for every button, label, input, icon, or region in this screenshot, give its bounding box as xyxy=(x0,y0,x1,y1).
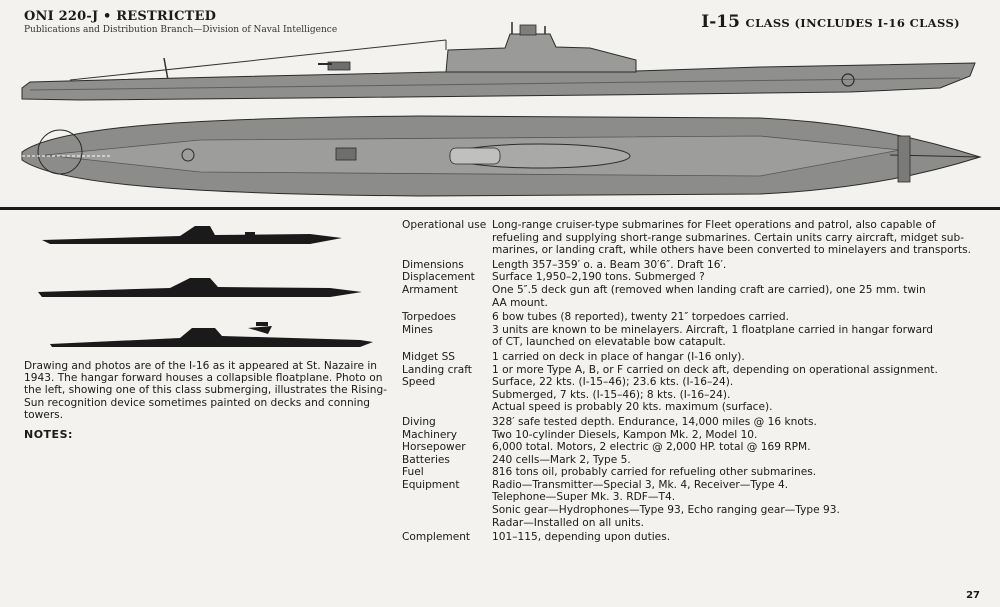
spec-label: Speed xyxy=(402,376,436,389)
spec-row-mines: Mines 3 units are known to be minelayers.… xyxy=(402,324,972,349)
spec-label: Fuel xyxy=(402,466,424,479)
spec-label: Equipment xyxy=(402,478,460,491)
spec-row-batteries: Batteries 240 cells—Mark 2, Type 5. xyxy=(402,454,972,467)
spec-label: Horsepower xyxy=(402,441,466,454)
spec-label: Diving xyxy=(402,415,436,428)
spec-value-line: One 5″.5 deck gun aft (removed when land… xyxy=(492,283,926,296)
spec-row-diving: Diving 328′ safe tested depth. Endurance,… xyxy=(402,416,972,429)
spec-row-dimensions: Dimensions Length 357–359′ o. a. Beam 30′… xyxy=(402,259,972,272)
section-rule xyxy=(0,207,1000,210)
spec-value-line: 240 cells—Mark 2, Type 5. xyxy=(492,453,631,466)
spec-value-line: Surface, 22 kts. (I-15–46); 23.6 kts. (I… xyxy=(492,376,734,389)
spec-label: Torpedoes xyxy=(402,311,456,324)
spec-value-line: Surface 1,950–2,190 tons. Submerged ? xyxy=(492,271,705,284)
page-number: 27 xyxy=(966,590,980,601)
submarine-profile-drawing xyxy=(21,22,982,197)
spec-value-line: of CT, launched on elevatable bow catapu… xyxy=(492,336,726,349)
spec-row-fuel: Fuel 816 tons oil, probably carried for r… xyxy=(402,466,972,479)
spec-label: Complement xyxy=(402,531,471,544)
spec-label: Machinery xyxy=(402,428,457,441)
spec-value-line: 3 units are known to be minelayers. Airc… xyxy=(492,323,934,336)
spec-row-speed: Speed Surface, 22 kts. (I-15–46); 23.6 kt… xyxy=(402,376,972,414)
spec-value-line: Telephone—Super Mk. 3. RDF—T4. xyxy=(492,491,676,504)
spec-row-landing-craft: Landing craft 1 or more Type A, B, or F c… xyxy=(402,364,972,377)
spec-value-line: Sonic gear—Hydrophones—Type 93, Echo ran… xyxy=(492,504,840,517)
spec-value-line: Length 357–359′ o. a. Beam 30′6″. Draft … xyxy=(492,258,727,271)
spec-value-line: 328′ safe tested depth. Endurance, 14,00… xyxy=(492,415,817,428)
class-title: I-15 CLASS (INCLUDES I-16 CLASS) xyxy=(701,12,960,32)
spec-label: Batteries xyxy=(402,453,450,466)
spec-label: Midget SS xyxy=(402,350,456,363)
spec-value-line: Radio—Transmitter—Special 3, Mk. 4, Rece… xyxy=(492,478,789,491)
class-title-main: I-15 xyxy=(701,12,740,32)
spec-value-line: 1 or more Type A, B, or F carried on dec… xyxy=(492,363,938,376)
document-code: ONI 220-J • RESTRICTED xyxy=(24,9,217,24)
spec-row-armament: Armament One 5″.5 deck gun aft (removed w… xyxy=(402,284,972,309)
spec-value-line: Submerged, 7 kts. (I-15–46); 8 kts. (I-1… xyxy=(492,388,731,401)
spec-label: Armament xyxy=(402,283,458,296)
spec-row-displacement: Displacement Surface 1,950–2,190 tons. Su… xyxy=(402,271,972,284)
spec-value-line: 816 tons oil, probably carried for refue… xyxy=(492,466,817,479)
spec-value-line: Radar—Installed on all units. xyxy=(492,516,645,529)
spec-value-line: marines, or landing craft, while others … xyxy=(492,244,972,257)
spec-value-line: 1 carried on deck in place of hangar (I-… xyxy=(492,350,745,363)
class-title-sub: CLASS (INCLUDES I-16 CLASS) xyxy=(745,16,960,30)
spec-value-line: Long-range cruiser-type submarines for F… xyxy=(492,219,936,231)
specifications-table: Operational use Long-range cruiser-type s… xyxy=(402,219,972,544)
spec-label: Displacement xyxy=(402,271,475,284)
header-left: ONI 220-J • RESTRICTED Publications and … xyxy=(24,9,337,35)
spec-value-line: AA mount. xyxy=(492,296,548,309)
spec-row-midget-ss: Midget SS 1 carried on deck in place of h… xyxy=(402,351,972,364)
spec-value-line: refueling and supplying short-range subm… xyxy=(492,231,965,244)
spec-row-machinery: Machinery Two 10-cylinder Diesels, Kampon… xyxy=(402,429,972,442)
submarine-silhouettes xyxy=(38,226,373,347)
spec-value-line: 101–115, depending upon duties. xyxy=(492,531,671,544)
spec-label: Operational use xyxy=(402,219,487,231)
spec-value-line: 6,000 total. Motors, 2 electric @ 2,000 … xyxy=(492,441,811,454)
spec-value-line: Actual speed is probably 20 kts. maximum… xyxy=(492,401,773,414)
caption-text: Drawing and photos are of the I-16 as it… xyxy=(24,360,388,421)
spec-row-torpedoes: Torpedoes 6 bow tubes (8 reported), twent… xyxy=(402,311,972,324)
spec-value-line: 6 bow tubes (8 reported), twenty 21″ tor… xyxy=(492,311,789,324)
branch-subtitle: Publications and Distribution Branch—Div… xyxy=(24,25,338,35)
spec-row-equipment: Equipment Radio—Transmitter—Special 3, Mk… xyxy=(402,479,972,529)
spec-row-operational-use: Operational use Long-range cruiser-type s… xyxy=(402,219,972,257)
spec-row-complement: Complement 101–115, depending upon duties… xyxy=(402,531,972,544)
spec-label: Landing craft xyxy=(402,363,472,376)
spec-label: Mines xyxy=(402,323,433,336)
spec-value-line: Two 10-cylinder Diesels, Kampon Mk. 2, M… xyxy=(492,428,758,441)
spec-row-horsepower: Horsepower 6,000 total. Motors, 2 electri… xyxy=(402,441,972,454)
spec-label: Dimensions xyxy=(402,258,464,271)
notes-label: NOTES: xyxy=(24,428,73,441)
